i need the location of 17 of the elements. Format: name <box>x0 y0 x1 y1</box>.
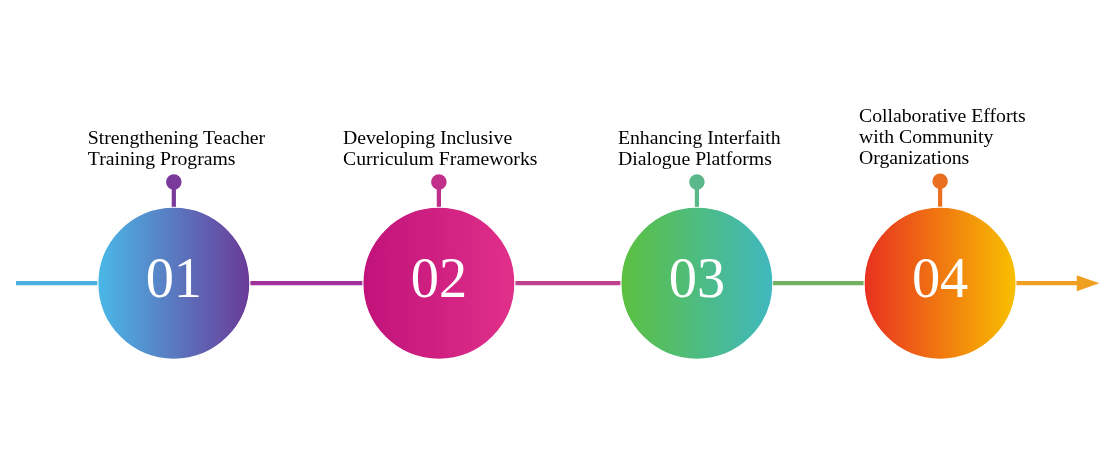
connector <box>431 174 447 207</box>
node-text: Enhancing Interfaith Dialogue Platforms <box>617 125 781 170</box>
connector <box>773 281 864 286</box>
connector <box>166 174 182 207</box>
connector <box>16 281 98 286</box>
node-circle: 02 <box>362 206 516 361</box>
node-text: Strengthening Teacher Training Programs <box>87 125 266 170</box>
node-circle: 03 <box>620 206 774 361</box>
connector <box>250 281 363 286</box>
node-text: Collaborative Efforts with Community Organizations <box>859 104 1026 169</box>
connector <box>689 174 705 207</box>
connector <box>932 173 948 207</box>
node-text: Developing Inclusive Curriculum Frameworks <box>343 125 538 170</box>
arrow <box>1016 275 1100 292</box>
connector <box>515 281 621 286</box>
node-circle: 04 <box>863 206 1017 361</box>
node-circle: 01 <box>97 206 251 361</box>
